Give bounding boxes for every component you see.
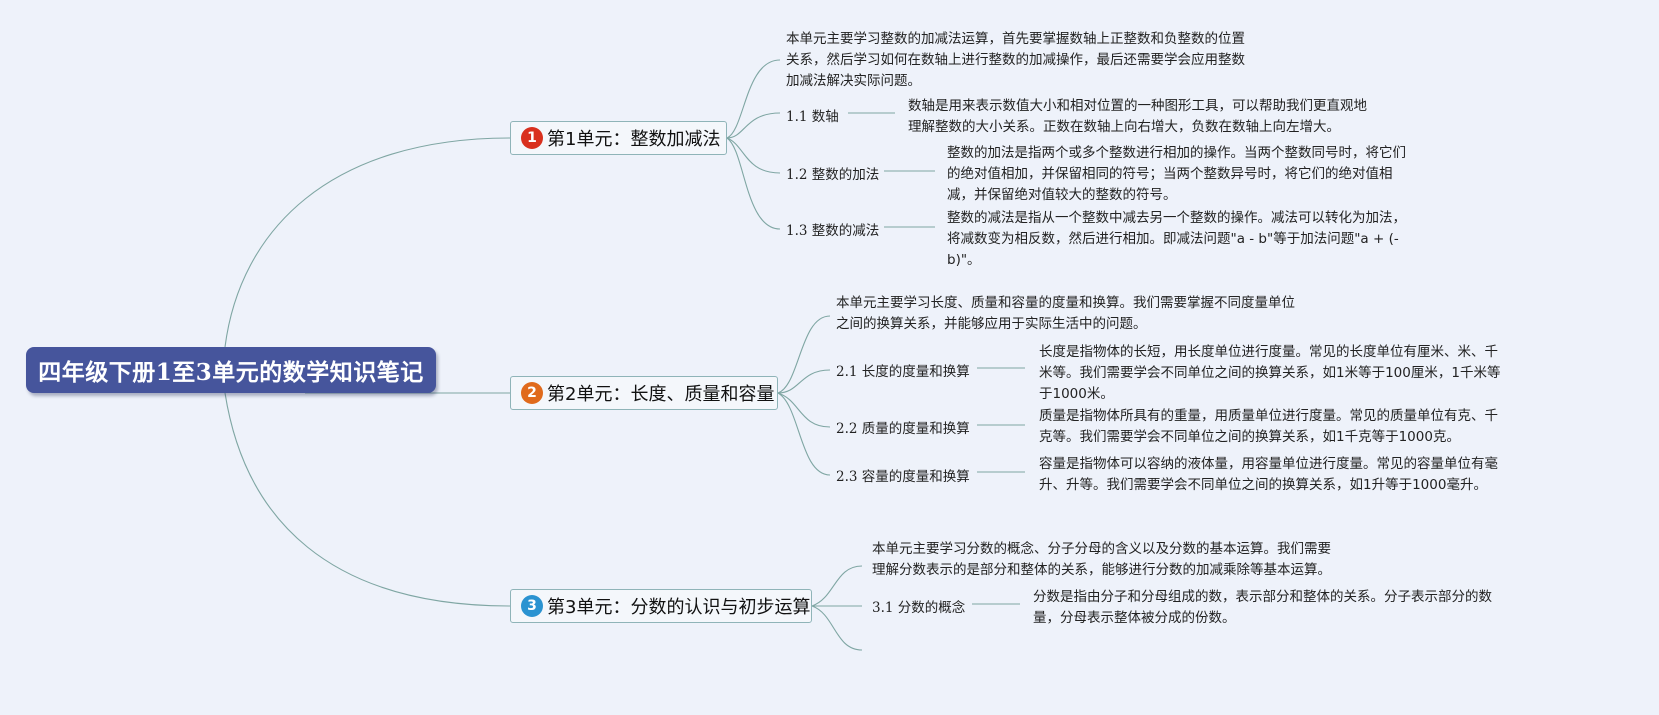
unit-2-item-1-label[interactable]: 2.1 长度的度量和换算 — [836, 364, 970, 380]
unit-3-item-1-label[interactable]: 3.1 分数的概念 — [872, 600, 966, 616]
connector-u1-intro — [726, 59, 781, 139]
unit-1-item-2-label[interactable]: 1.2 整数的加法 — [786, 167, 880, 183]
unit-1-item-3-text: 整数的减法是指从一个整数中减去另一个整数的操作。减法可以转化为加法，将减数变为相… — [947, 210, 1406, 268]
unit-1-intro: 本单元主要学习整数的加减法运算，首先要掌握数轴上正整数和负整数的位置关系，然后学… — [786, 31, 1245, 89]
unit-1-topic[interactable]: 1 第1单元：整数加减法 — [510, 121, 727, 155]
unit-3-item-1-text: 分数是指由分子和分母组成的数，表示部分和整体的关系。分子表示部分的数量，分母表示… — [1033, 589, 1492, 626]
connector-root-unit1 — [224, 137, 511, 348]
root-topic[interactable]: 四年级下册1至3单元的数学知识笔记 — [26, 347, 436, 393]
unit-2-item-2-text: 质量是指物体所具有的重量，用质量单位进行度量。常见的质量单位有克、千克等。我们需… — [1039, 408, 1498, 445]
unit-2-item-2-label[interactable]: 2.2 质量的度量和换算 — [836, 421, 970, 437]
unit-3-intro: 本单元主要学习分数的概念、分子分母的含义以及分数的基本运算。我们需要理解分数表示… — [872, 541, 1331, 578]
unit-1-item-1-text: 数轴是用来表示数值大小和相对位置的一种图形工具，可以帮助我们更直观地理解整数的大… — [908, 98, 1367, 135]
connector-u3-empty — [811, 605, 863, 651]
unit-2-title: 第2单元：长度、质量和容量 — [547, 384, 775, 405]
connector-u1-item3 — [726, 137, 781, 230]
unit-3-title: 第3单元：分数的认识与初步运算 — [547, 597, 811, 618]
connector-u1-item1 — [726, 112, 781, 139]
unit-2-intro: 本单元主要学习长度、质量和容量的度量和换算。我们需要掌握不同度量单位之间的换算关… — [836, 295, 1295, 332]
unit-2-item-3-text: 容量是指物体可以容纳的液体量，用容量单位进行度量。常见的容量单位有毫升、升等。我… — [1039, 456, 1498, 493]
unit-1-item-2-text: 整数的加法是指两个或多个整数进行相加的操作。当两个整数同号时，将它们的绝对值相加… — [947, 145, 1406, 203]
unit-2-topic[interactable]: 2 第2单元：长度、质量和容量 — [510, 376, 778, 410]
connector-u2-item3 — [777, 392, 831, 476]
connector-u3-intro — [811, 565, 863, 607]
connector-u2-item2 — [777, 392, 831, 428]
unit-2-badge: 2 — [521, 382, 543, 404]
connector-root-unit3 — [224, 392, 511, 607]
unit-1-title: 第1单元：整数加减法 — [547, 129, 721, 150]
unit-2-item-3-label[interactable]: 2.3 容量的度量和换算 — [836, 469, 970, 485]
unit-1-item-3-label[interactable]: 1.3 整数的减法 — [786, 223, 880, 239]
unit-1-badge: 1 — [521, 127, 543, 149]
unit-3-topic[interactable]: 3 第3单元：分数的认识与初步运算 — [510, 589, 812, 623]
unit-1-item-1-label[interactable]: 1.1 数轴 — [786, 109, 839, 125]
unit-2-item-1-text: 长度是指物体的长短，用长度单位进行度量。常见的长度单位有厘米、米、千米等。我们需… — [1039, 344, 1501, 402]
connector-u2-intro — [777, 315, 831, 394]
unit-3-badge: 3 — [521, 595, 543, 617]
connector-u1-item2 — [726, 137, 781, 174]
connector-u2-item1 — [777, 369, 831, 394]
root-title: 四年级下册1至3单元的数学知识笔记 — [38, 359, 424, 386]
